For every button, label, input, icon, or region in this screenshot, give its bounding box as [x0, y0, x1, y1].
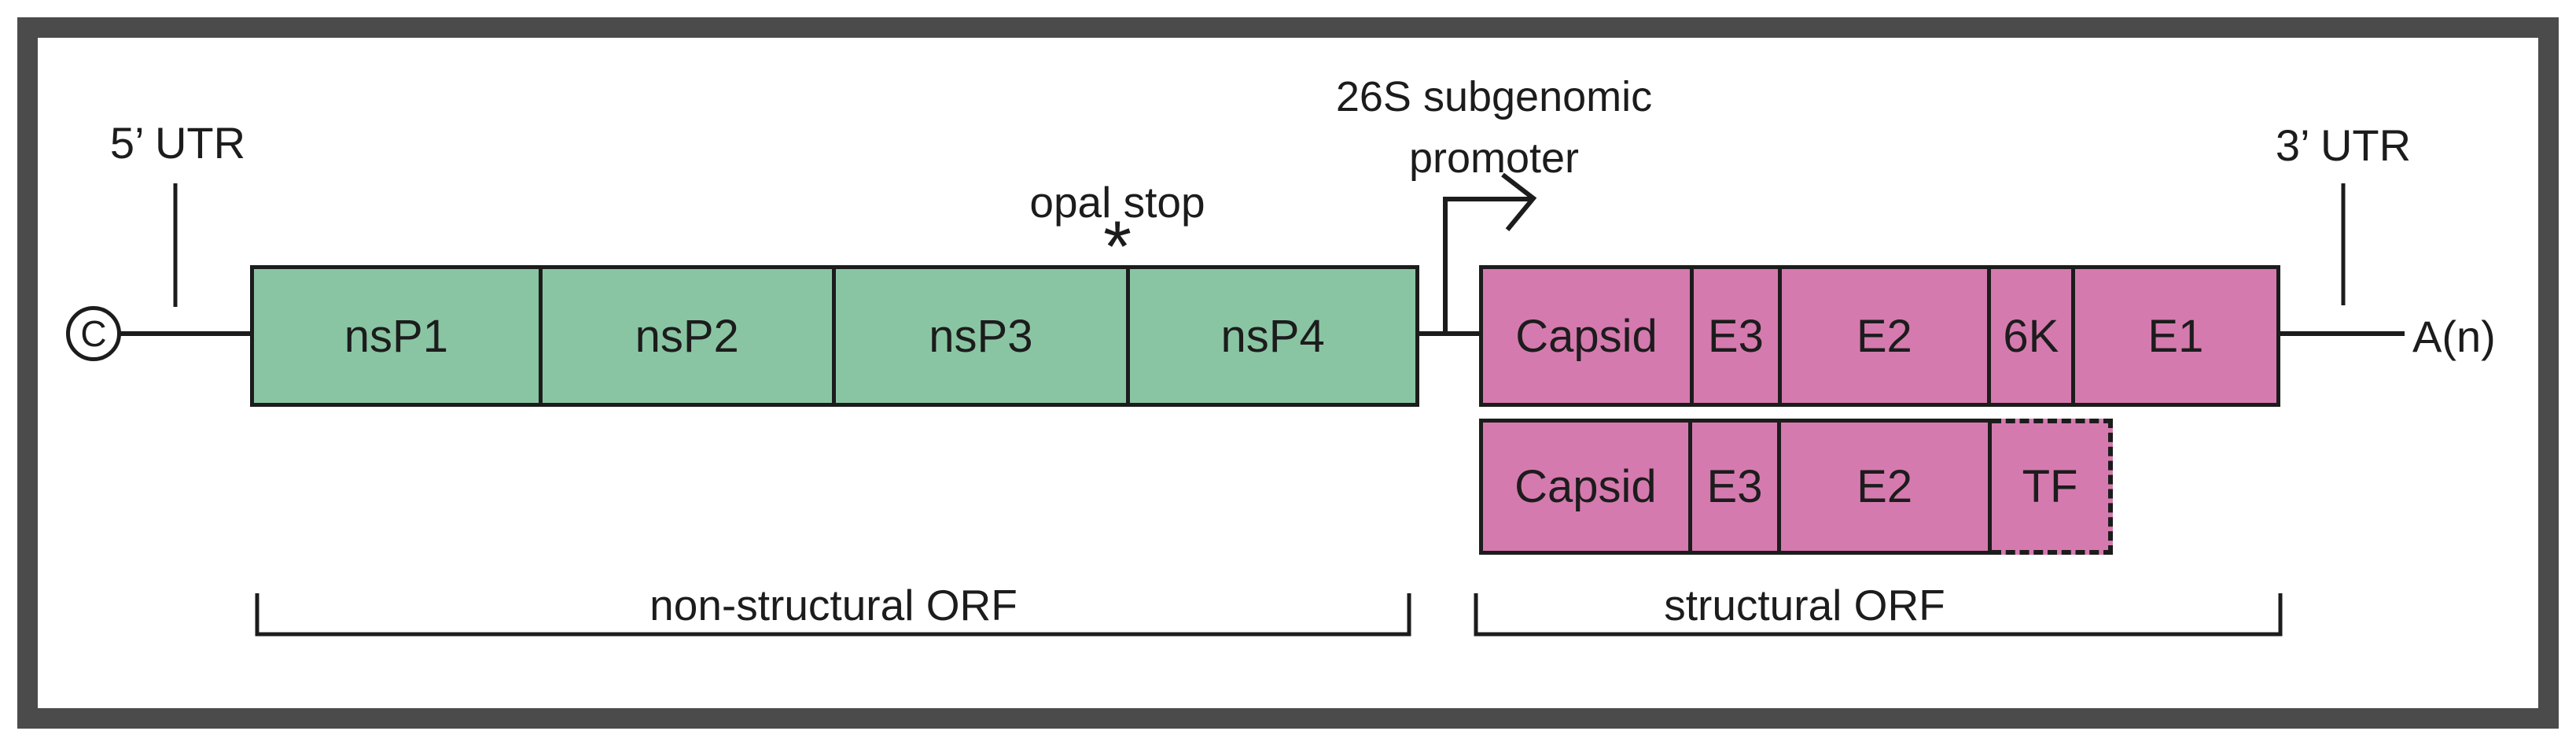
subgenomic-promoter-line2: promoter — [1408, 135, 1580, 182]
genome-segment-e1: E1 — [2070, 269, 2276, 403]
three-utr-label: 3’ UTR — [2275, 120, 2412, 170]
subgenomic-promoter-label: 26S subgenomic promoter — [1297, 66, 1691, 189]
genome-segment-nsp3: nsP3 — [831, 269, 1127, 403]
second-row-segment-capsid: Capsid — [1514, 461, 1657, 512]
cap-letter: C — [80, 313, 107, 354]
five-cap-icon: C — [66, 306, 121, 361]
nonstructural-orf-boxes: nsP1 nsP2 nsP3 nsP4 — [250, 265, 1419, 407]
nonstructural-orf-bracket — [255, 593, 1411, 637]
promoter-arrow-head — [1501, 172, 1537, 231]
genome-segment-e2: E2 — [1777, 269, 1987, 403]
promoter-arrow-shaft — [1443, 197, 1530, 334]
second-row-segment-e3: E3 — [1687, 423, 1778, 551]
genome-segment-capsid: Capsid — [1515, 310, 1658, 362]
genome-segment-nsp2: nsP2 — [538, 269, 832, 403]
subgenomic-promoter-line1: 26S subgenomic — [1335, 73, 1653, 120]
genome-segment-nsp1: nsP1 — [344, 310, 448, 362]
figure-border — [17, 17, 2559, 729]
second-row-segment-tf: TF — [1992, 419, 2113, 555]
genome-segment-e3: E3 — [1690, 269, 1778, 403]
genome-segment-nsp4: nsP4 — [1126, 269, 1415, 403]
five-utr-label: 5’ UTR — [109, 118, 246, 168]
opal-stop-label: opal stop — [1029, 178, 1205, 227]
nonstructural-orf-label: non-structural ORF — [650, 581, 1018, 629]
second-orf-boxes: Capsid E3 E2 — [1479, 419, 1992, 555]
genome-segment-6k: 6K — [1986, 269, 2071, 403]
structural-orf-bracket — [1474, 593, 2283, 637]
poly-a-label: A(n) — [2412, 312, 2496, 361]
second-row-segment-e2: E2 — [1777, 423, 1988, 551]
structural-orf-label: structural ORF — [1664, 581, 1945, 629]
structural-orf-boxes: Capsid E3 E2 6K E1 — [1479, 265, 2280, 407]
